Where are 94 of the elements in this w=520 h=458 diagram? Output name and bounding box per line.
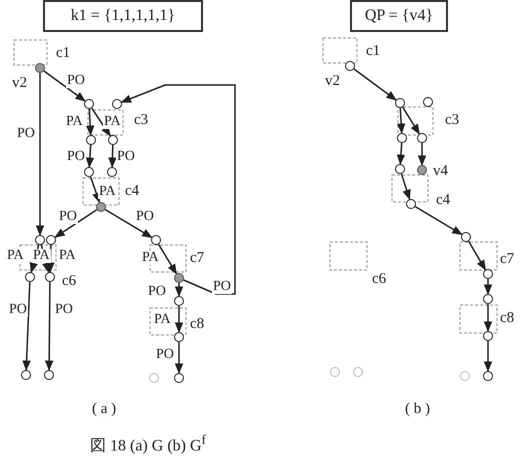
node-label: v4 [433, 164, 448, 179]
graph-node [96, 202, 106, 212]
graph-node [395, 98, 405, 108]
graph-node [417, 165, 427, 175]
arrow [414, 206, 463, 236]
graph-node [86, 135, 96, 145]
arrow [90, 176, 100, 204]
graph-node [149, 373, 159, 383]
arrow [484, 341, 492, 372]
group-label: c3 [445, 113, 460, 128]
arrow [120, 84, 236, 295]
graph-node [108, 135, 118, 145]
graph-node [483, 294, 493, 304]
edge-label: PO [58, 210, 78, 224]
arrow [484, 304, 492, 332]
arrow [46, 244, 55, 274]
arrow [174, 306, 184, 334]
group-label: c4 [125, 184, 140, 199]
graph-node [406, 199, 416, 209]
edge-label: PO [66, 74, 86, 88]
graph-node [84, 99, 94, 109]
arrow [44, 70, 86, 102]
group-label: c7 [190, 251, 204, 266]
edge-label: PA [32, 249, 51, 263]
graph-node [397, 133, 407, 143]
graph-node [417, 133, 427, 143]
edge-label: PA [6, 249, 25, 263]
graph-node [35, 235, 45, 245]
edge-label: PA [103, 115, 122, 129]
formula-box: QP = {v4} [350, 0, 448, 32]
arrow [54, 209, 98, 238]
graph-node [174, 332, 184, 342]
graph-node [46, 235, 56, 245]
graph-node [84, 167, 94, 177]
arrow [396, 142, 406, 166]
arrow [86, 144, 94, 168]
group-label: c8 [190, 317, 204, 332]
edge-label: PA [98, 185, 117, 199]
graph-node [21, 370, 31, 380]
graph-node [35, 63, 45, 73]
node-label: v2 [12, 76, 27, 91]
panel-label: ( a ) [92, 402, 116, 417]
graph-node [395, 164, 405, 174]
graph-node [330, 367, 340, 377]
arrow [402, 106, 420, 135]
arrow [468, 240, 486, 271]
formula-box: k1 = {1,1,1,1,1} [43, 0, 203, 32]
arrow [86, 108, 94, 136]
group-label: c6 [62, 274, 76, 289]
edge-label: PO [212, 280, 232, 294]
arrow [158, 244, 178, 275]
arrow [91, 108, 111, 137]
graph-node [112, 99, 122, 109]
graph-node [45, 272, 55, 282]
group-label: c8 [500, 311, 514, 326]
graph-node [460, 371, 470, 381]
graph-node [423, 97, 433, 107]
arrow [354, 68, 397, 101]
graph-node [461, 232, 471, 242]
arrow [22, 282, 31, 372]
graph-node [353, 367, 363, 377]
group-label: c6 [372, 272, 386, 287]
arrow [44, 282, 54, 372]
arrow [484, 279, 492, 296]
arrow [174, 283, 184, 298]
graph-node [483, 269, 493, 279]
graph-node [483, 371, 493, 381]
arrow [104, 208, 153, 238]
arrow [36, 73, 44, 236]
node-label: v2 [325, 74, 340, 89]
edge-label: PO [8, 303, 28, 317]
arrow [400, 174, 411, 200]
arrow [396, 108, 406, 134]
graph-node [44, 370, 54, 380]
graph-node [107, 167, 117, 177]
group-label: c1 [366, 44, 380, 59]
graph-node [345, 61, 355, 71]
graph-node [174, 373, 184, 383]
graph-node [174, 273, 184, 283]
figure-caption: 図 18 (a) G (b) G$^{f}$ [90, 432, 206, 456]
arrow [174, 342, 184, 374]
graph-node [25, 272, 35, 282]
edge-label: PA [141, 251, 160, 265]
graph-node [174, 296, 184, 306]
graph-node [483, 331, 493, 341]
arrow [418, 143, 426, 166]
arrow [108, 144, 117, 168]
graph-node [151, 235, 161, 245]
group-label: c4 [436, 193, 450, 208]
arrow [40, 244, 50, 274]
group-label: c3 [134, 113, 148, 128]
group-label: c7 [500, 252, 514, 267]
panel-label: ( b ) [405, 402, 430, 417]
group-label: c1 [56, 46, 70, 61]
